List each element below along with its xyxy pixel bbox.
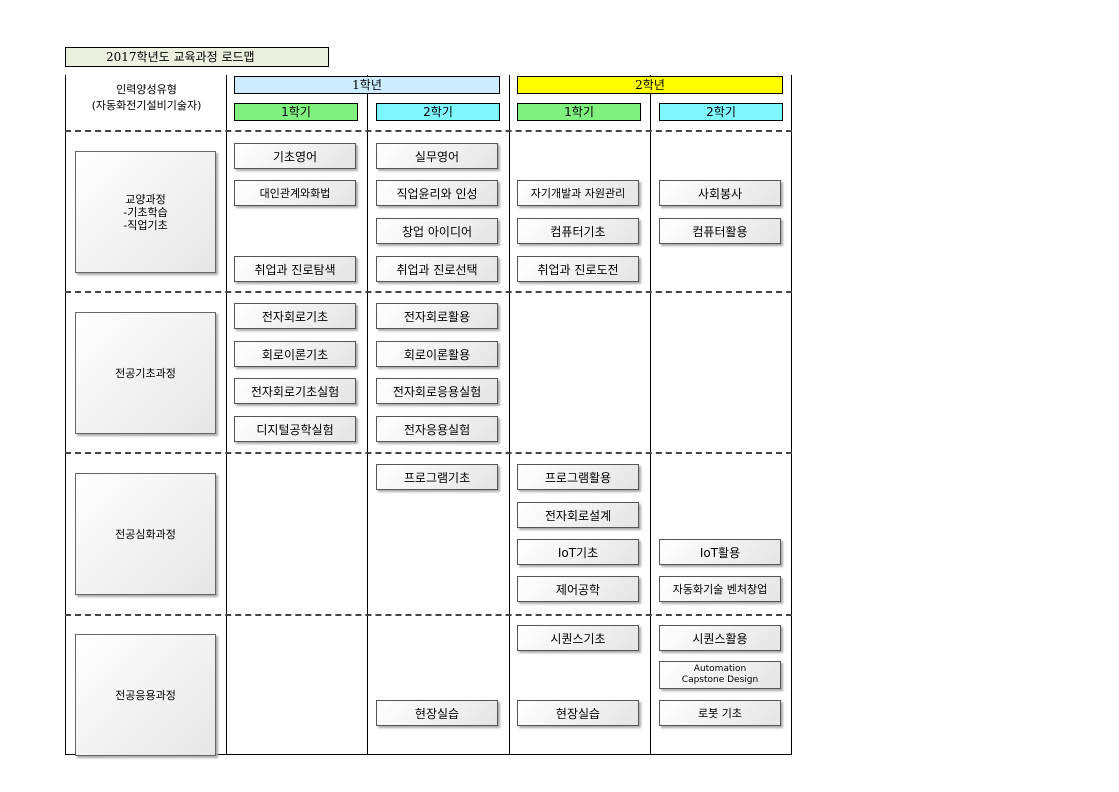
category-label: 교양과정 <box>125 192 166 206</box>
talent-type-label: 인력양성유형 <box>116 83 177 96</box>
course-box: 기초영어 <box>234 143 356 169</box>
course-box: 프로그램활용 <box>517 464 639 490</box>
course-box: 실무영어 <box>376 143 498 169</box>
course-box: IoT활용 <box>659 539 781 565</box>
course-box: 회로이론기초 <box>234 341 356 367</box>
course-box: 취업과 진로도전 <box>517 256 639 282</box>
grade1-term1-header: 1학기 <box>234 103 358 121</box>
roadmap-title: 2017학년도 교육과정 로드맵 <box>65 47 329 67</box>
roadmap-table <box>65 75 792 755</box>
row-separator <box>65 130 792 132</box>
course-box: 사회봉사 <box>659 180 781 206</box>
course-box: 전자응용실험 <box>376 416 498 442</box>
talent-type-header: 인력양성유형 (자동화전기설비기술자) <box>75 82 218 122</box>
course-box: 현장실습 <box>376 700 498 726</box>
course-box: 취업과 진로선택 <box>376 256 498 282</box>
course-box: 컴퓨터기초 <box>517 218 639 244</box>
column-divider <box>226 75 227 755</box>
course-box: 취업과 진로탐색 <box>234 256 356 282</box>
grade2-header: 2학년 <box>517 76 783 94</box>
column-divider <box>367 75 368 755</box>
row-separator <box>65 452 792 454</box>
course-box: 프로그램기초 <box>376 464 498 490</box>
column-divider <box>509 75 510 755</box>
course-box: 현장실습 <box>517 700 639 726</box>
course-box: 제어공학 <box>517 576 639 602</box>
grade2-term2-header: 2학기 <box>659 103 783 121</box>
course-box-capstone: Automation Capstone Design <box>659 661 781 689</box>
category-major-basic: 전공기초과정 <box>75 312 216 434</box>
category-sublabel: -직업기초 <box>123 218 168 232</box>
course-box: IoT기초 <box>517 539 639 565</box>
course-box: 시퀀스기초 <box>517 625 639 651</box>
course-label-line: Automation <box>693 664 747 674</box>
course-box: 자기개발과 자원관리 <box>517 180 639 206</box>
course-box: 전자회로기초실험 <box>234 378 356 404</box>
talent-type-sub: (자동화전기설비기술자) <box>91 99 202 112</box>
course-box: 대인관계와화법 <box>234 180 356 206</box>
course-box: 창업 아이디어 <box>376 218 498 244</box>
grade1-header: 1학년 <box>234 76 500 94</box>
category-major-advanced: 전공심화과정 <box>75 473 216 595</box>
course-box: 자동화기술 벤처창업 <box>659 576 781 602</box>
grade2-term1-header: 1학기 <box>517 103 641 121</box>
category-major-applied: 전공응용과정 <box>75 634 216 756</box>
row-separator <box>65 614 792 616</box>
course-box: 직업윤리와 인성 <box>376 180 498 206</box>
course-box: 전자회로활용 <box>376 303 498 329</box>
category-sublabel: -기초학습 <box>123 205 168 219</box>
course-box: 디지털공학실험 <box>234 416 356 442</box>
course-box: 전자회로응용실험 <box>376 378 498 404</box>
category-liberal-arts: 교양과정 -기초학습 -직업기초 <box>75 151 216 273</box>
course-label-line: Capstone Design <box>681 675 759 685</box>
course-box: 시퀀스활용 <box>659 625 781 651</box>
course-box: 전자회로기초 <box>234 303 356 329</box>
row-separator <box>65 291 792 293</box>
course-box: 전자회로설계 <box>517 502 639 528</box>
grade1-term2-header: 2학기 <box>376 103 500 121</box>
course-box: 로봇 기초 <box>659 700 781 726</box>
course-box: 회로이론활용 <box>376 341 498 367</box>
course-box: 컴퓨터활용 <box>659 218 781 244</box>
column-divider <box>650 75 651 755</box>
